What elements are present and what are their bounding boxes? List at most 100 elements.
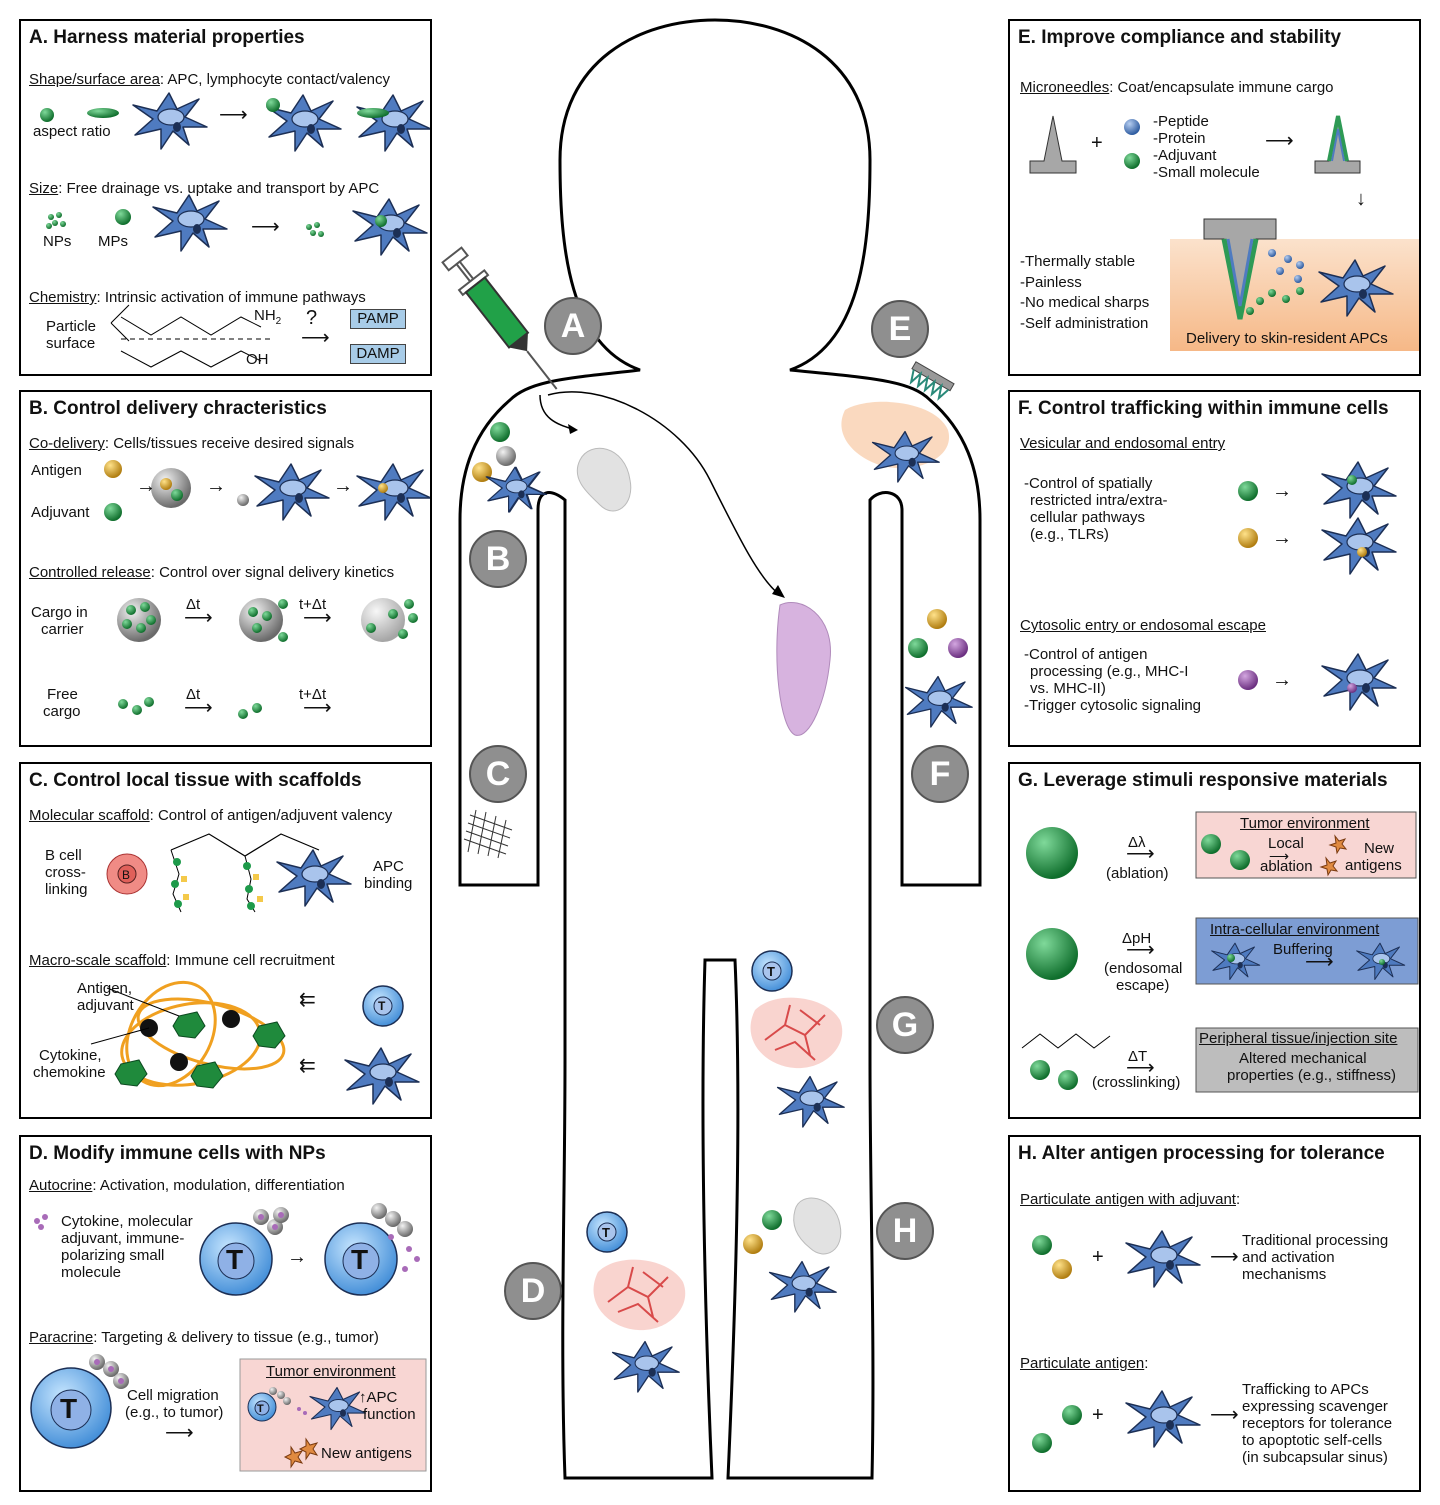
b-cargo-label-2: carrier <box>41 621 84 638</box>
a-nps-label: NPs <box>43 233 72 250</box>
g-local-2: ablation <box>1260 858 1313 875</box>
d-mig-2: (e.g., to tumor) <box>125 1404 224 1421</box>
c-mol-text: Molecular scaffold: Control of antigen/a… <box>29 807 393 824</box>
g-alt-1: Altered mechanical <box>1239 1050 1367 1067</box>
panel-h-title: H. Alter antigen processing for toleranc… <box>1018 1143 1385 1164</box>
h-trad-3: mechanisms <box>1242 1266 1327 1283</box>
g-cross: (crosslinking) <box>1092 1074 1181 1091</box>
a-damp-box: DAMP <box>350 344 406 364</box>
h-arrow-1: ⟶ <box>1210 1246 1239 1268</box>
b-free-label-1: Free <box>47 686 78 703</box>
h-trad-1: Traditional processing <box>1242 1232 1389 1249</box>
body-outline <box>458 18 982 1480</box>
c-apc-2: binding <box>364 875 413 892</box>
panel-f: F. Control trafficking within immune cel… <box>1008 390 1421 747</box>
h-traf-5: (in subcapsular sinus) <box>1242 1449 1388 1466</box>
d-mig-1: Cell migration <box>127 1387 219 1404</box>
tumor-vessels-icon <box>750 997 843 1069</box>
h-pa-text: Particulate antigen with adjuvant: <box>1020 1191 1241 1208</box>
g-local-1: Local <box>1268 835 1304 852</box>
e-benefit-1: -Thermally stable <box>1020 253 1136 270</box>
c-arrow-1: ⇇ <box>299 989 316 1011</box>
body-label-g: G <box>876 996 934 1054</box>
d-t-letter-2: T <box>351 1244 369 1275</box>
f-illustrations <box>1238 461 1397 711</box>
f-ves-text: Vesicular and endosomal entry <box>1020 435 1226 452</box>
g-dt: ΔT <box>1128 1048 1148 1065</box>
g-arrow-local: ⟶ <box>1269 848 1290 864</box>
body-label-h: H <box>876 1202 934 1260</box>
h-p-text: Particulate antigen: <box>1020 1355 1149 1372</box>
a-pamp-box: PAMP <box>350 309 406 329</box>
panel-a: A. Harness material properties Shape/sur… <box>19 19 432 376</box>
c-apc-1: APC <box>373 858 404 875</box>
c-bcell-2: cross- <box>45 864 86 881</box>
e-arrow-down: ↓ <box>1356 188 1366 210</box>
b-dt-2: Δt <box>186 686 201 703</box>
a-shape-text: Shape/surface area: APC, lymphocyte cont… <box>29 71 391 88</box>
a-question-mark: ? <box>306 307 318 329</box>
panel-g: G. Leverage stimuli responsive materials… <box>1008 762 1421 1119</box>
a-arrow-1: ⟶ <box>219 104 248 126</box>
g-new-2: antigens <box>1345 857 1402 874</box>
body-tcell-label: T <box>767 964 775 979</box>
h-plus-1: + <box>1092 1246 1104 1268</box>
h-traf-1: Trafficking to APCs <box>1242 1381 1369 1398</box>
microneedle-patch-icon <box>909 361 955 401</box>
panel-d-title: D. Modify immune cells with NPs <box>29 1143 326 1164</box>
e-benefit-4: -Self administration <box>1020 315 1149 332</box>
g-arrow-1: ⟶ <box>1126 843 1155 865</box>
g-dph: ΔpH <box>1122 930 1152 947</box>
a-oh-label: OH <box>246 351 269 368</box>
g-illustrations <box>1021 811 1419 1093</box>
b-adjuvant-label: Adjuvant <box>31 504 90 521</box>
c-illustrations <box>90 833 420 1105</box>
e-list-4: -Small molecule <box>1153 164 1260 181</box>
b-cr-text: Controlled release: Control over signal … <box>29 564 395 581</box>
a-particle-label: Particle <box>46 318 97 335</box>
d-apc-2: function <box>363 1406 416 1423</box>
panel-c: C. Control local tissue with scaffolds M… <box>19 762 432 1119</box>
panel-d: D. Modify immune cells with NPs Autocrin… <box>19 1135 432 1492</box>
c-arrow-2: ⇇ <box>299 1055 316 1077</box>
f-ves-2: restricted intra/extra- <box>1030 492 1168 509</box>
d-illustrations <box>30 1203 427 1472</box>
h-traf-4: to apoptotic self-cells <box>1242 1432 1383 1449</box>
b-codel-text: Co-delivery: Cells/tissues receive desir… <box>29 435 355 452</box>
e-list-2: -Protein <box>1153 130 1206 147</box>
d-auto-text: Autocrine: Activation, modulation, diffe… <box>29 1177 345 1194</box>
b-antigen-label: Antigen <box>31 462 82 479</box>
b-arrow-2: → <box>206 475 226 497</box>
c-cyt-2: chemokine <box>33 1064 106 1081</box>
f-cyto-4: -Trigger cytosolic signaling <box>1024 697 1202 714</box>
d-cyt-3: polarizing small <box>61 1247 165 1264</box>
h-illustrations <box>1032 1230 1201 1453</box>
f-arrow-2: → <box>1272 527 1292 549</box>
c-bcell-1: B cell <box>45 847 82 864</box>
g-endo-1: (endosomal <box>1104 960 1183 977</box>
panel-b-title: B. Control delivery chracteristics <box>29 398 327 419</box>
c-b-letter: B <box>122 868 131 882</box>
g-arrow-3: ⟶ <box>1126 1057 1155 1079</box>
a-nh2-label: NH2 <box>254 307 282 327</box>
a-surface-label: surface <box>46 335 96 352</box>
d-t-letter-1: T <box>226 1244 244 1275</box>
body-label-a: A <box>544 297 602 355</box>
b-illustrations <box>104 460 430 719</box>
f-cyto-1: -Control of antigen <box>1024 646 1148 663</box>
a-aspect-label: aspect ratio <box>33 123 111 140</box>
h-arrow-2: ⟶ <box>1210 1404 1239 1426</box>
b-tdt-1: t+Δt <box>299 596 327 613</box>
g-periph-label: Peripheral tissue/injection site <box>1199 1030 1398 1047</box>
g-intra-label: Intra-cellular environment <box>1210 921 1380 938</box>
c-ant-2: adjuvant <box>77 997 134 1014</box>
d-t-letter-3: T <box>60 1393 78 1424</box>
h-plus-2: + <box>1092 1404 1104 1426</box>
a-arrow-3: ⟶ <box>301 327 330 349</box>
c-bcell-3: linking <box>45 881 88 898</box>
f-cyto-text: Cytosolic entry or endosomal escape <box>1020 617 1266 634</box>
panel-a-title: A. Harness material properties <box>29 27 305 48</box>
panel-b: B. Control delivery chracteristics Co-de… <box>19 390 432 747</box>
f-arrow-1: → <box>1272 480 1292 502</box>
